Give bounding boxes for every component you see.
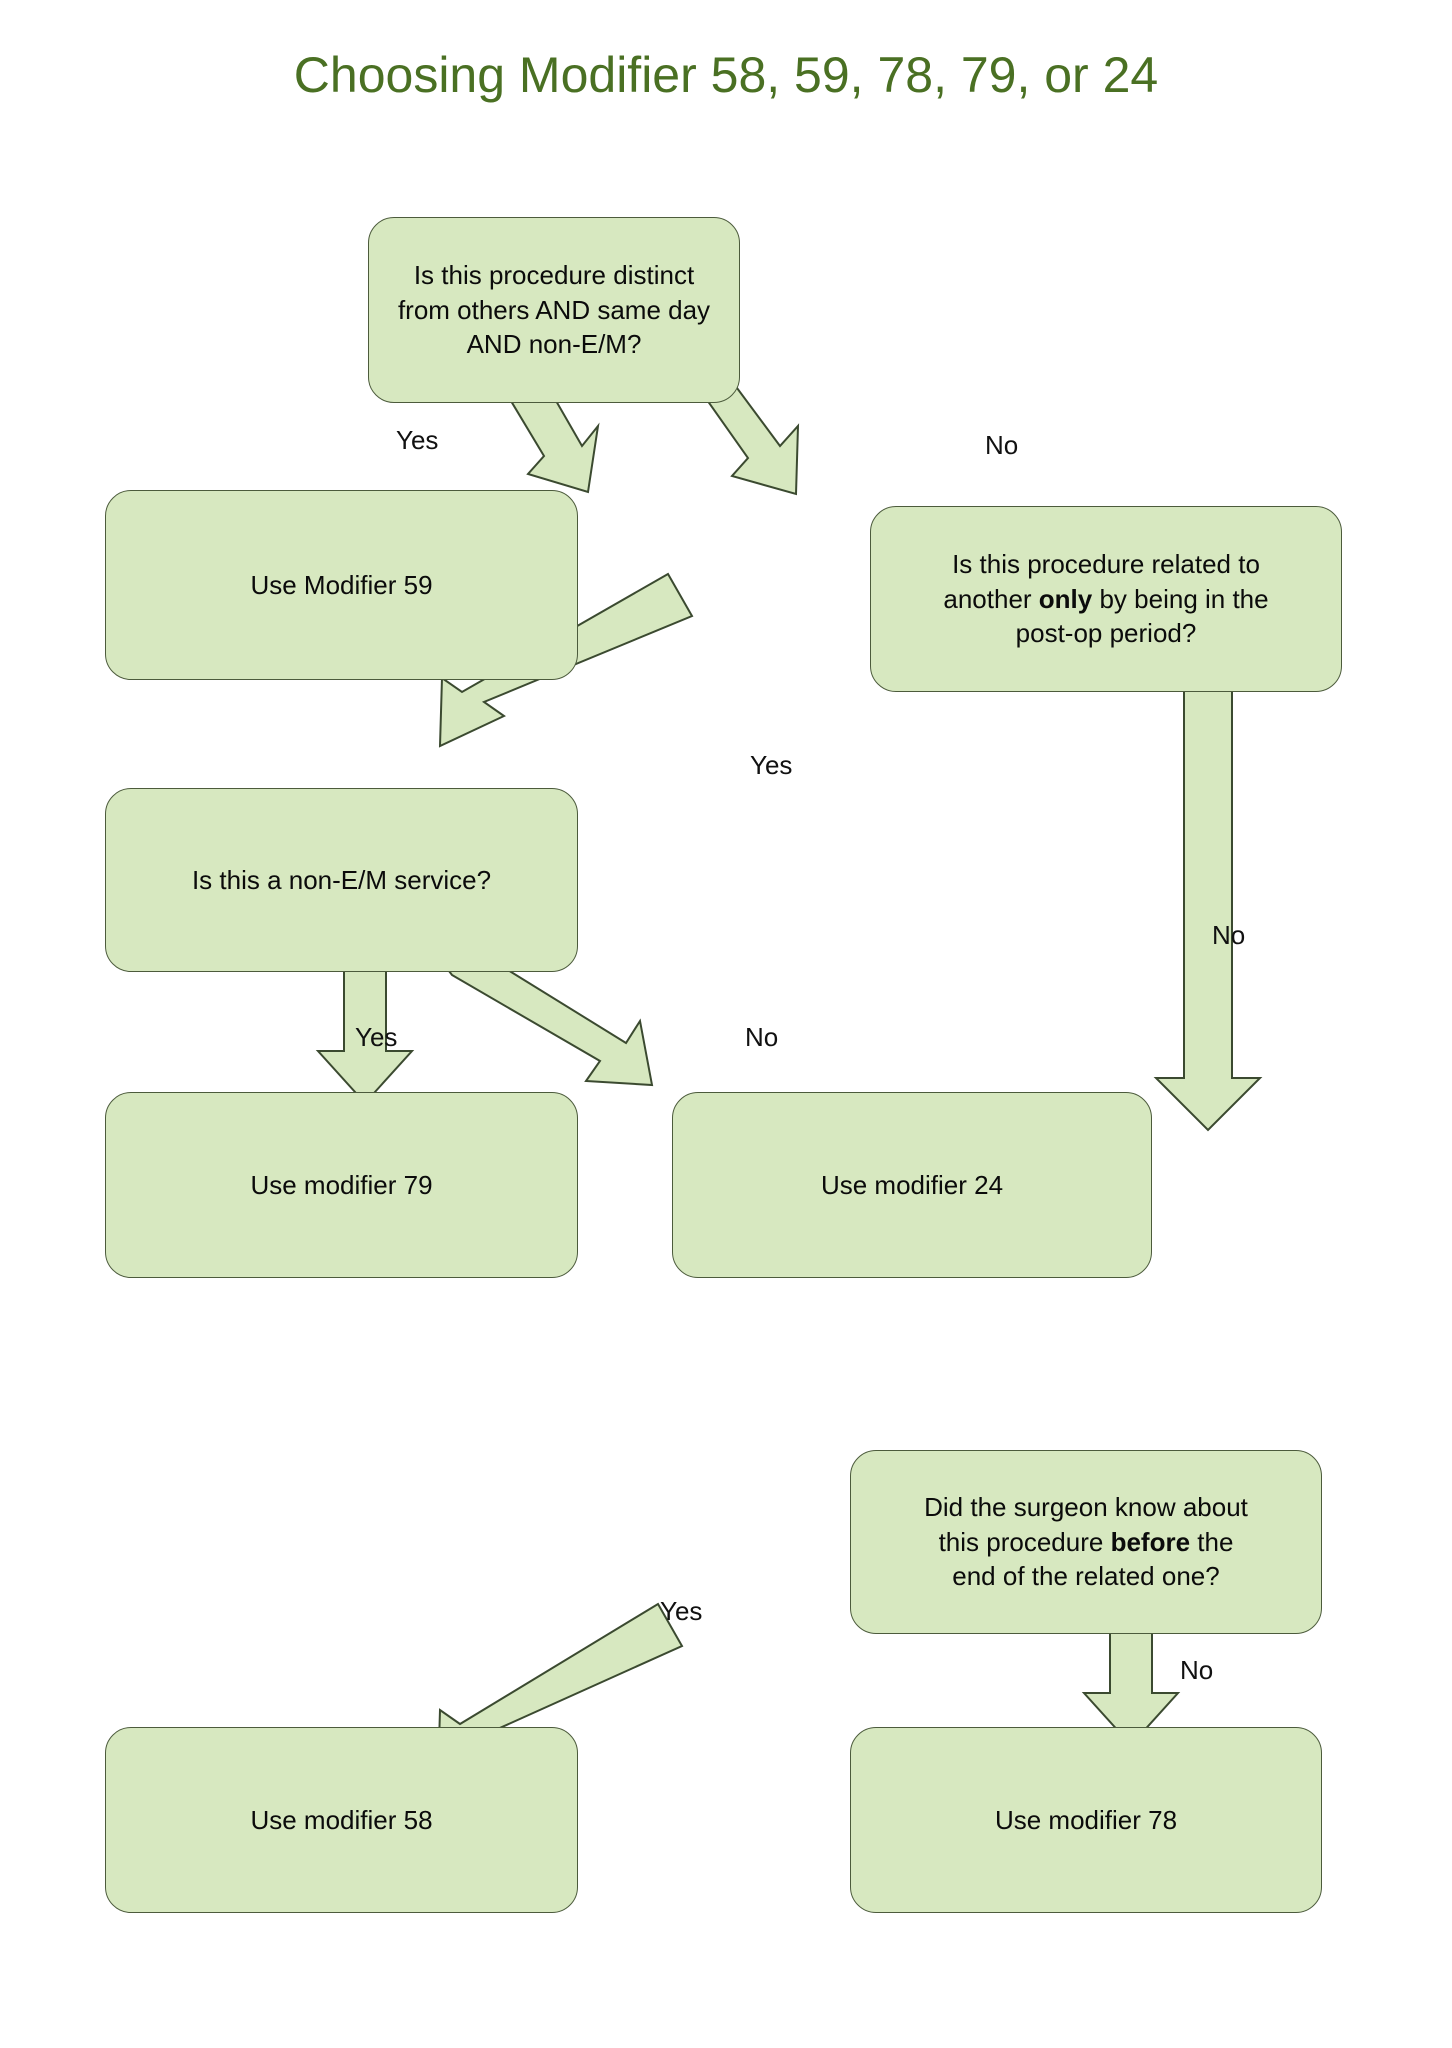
outcome-node-modifier-58[interactable]: Use modifier 58 [105,1727,578,1913]
outcome-node-modifier-78[interactable]: Use modifier 78 [850,1727,1322,1913]
decision-node-non-em-label: Is this a non-E/M service? [191,864,492,895]
edge-label-knew-yes: Yes [660,1596,703,1626]
edge-label-postop-yes: Yes [750,750,793,780]
edge-label-distinct-yes: Yes [396,425,439,455]
arrow-postop-no [1153,671,1263,1132]
edge-label-nonem-yes: Yes [355,1022,398,1052]
outcome-node-modifier-24[interactable]: Use modifier 24 [672,1092,1152,1278]
page-title: Choosing Modifier 58, 59, 78, 79, or 24 [293,47,1159,103]
outcome-node-modifier-79[interactable]: Use modifier 79 [105,1092,578,1278]
decision-node-non-em[interactable]: Is this a non-E/M service? [105,788,578,972]
outcome-node-modifier-79-label: Use modifier 79 [250,1169,433,1200]
edge-label-postop-no: No [1212,920,1246,950]
outcome-node-modifier-24-label: Use modifier 24 [820,1169,1004,1200]
outcome-node-modifier-78-label: Use modifier 78 [994,1804,1178,1835]
edge-label-distinct-no: No [985,430,1019,460]
outcome-node-modifier-58-label: Use modifier 58 [250,1804,433,1835]
outcome-node-modifier-59[interactable]: Use Modifier 59 [105,490,578,680]
outcome-node-modifier-59-label: Use Modifier 59 [250,569,433,600]
edge-label-nonem-no: No [745,1022,779,1052]
arrow-knew-no [1081,1614,1181,1747]
arrow-nonem-no [438,947,654,1087]
edge-label-knew-no: No [1180,1655,1214,1685]
